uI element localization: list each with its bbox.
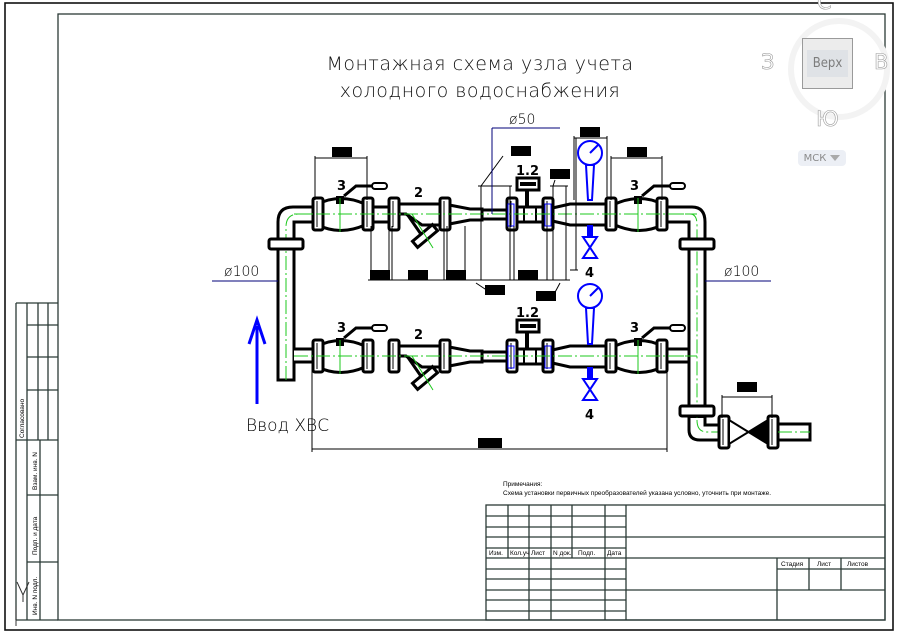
sheets-header: Листов	[847, 561, 869, 568]
sheet-header: Лист	[817, 561, 831, 568]
stage-header: Стадия	[781, 561, 804, 568]
title-block	[485, 504, 886, 621]
viewcube-top-face[interactable]: Верх	[802, 38, 853, 89]
viewcube-compass-ring[interactable]	[788, 18, 890, 120]
chevron-down-icon	[830, 155, 841, 161]
rev-header-izm: Изм.	[489, 550, 503, 557]
inlet-flow-arrow	[247, 315, 267, 404]
right-riser-pipe	[663, 205, 810, 442]
strainer-label-lower: 2	[414, 328, 423, 343]
rev-header-data: Дата	[607, 550, 622, 557]
inlet-label: Ввод ХВС	[246, 416, 329, 436]
diameter-label-right: ø100	[724, 264, 759, 280]
ucs-icon	[15, 581, 30, 626]
viewcube-south[interactable]: Ю	[816, 107, 839, 132]
viewcube-east[interactable]: В	[874, 50, 889, 75]
inner-frame	[57, 13, 886, 621]
upper-pressure-gauge-assembly: 4	[577, 140, 603, 281]
viewcube-west[interactable]: З	[761, 50, 775, 75]
diameter-callouts: ø50 ø100 ø100	[212, 112, 771, 282]
flowmeter-label-lower: 1.2	[516, 306, 539, 321]
viewcube-face-label: Верх	[806, 50, 849, 77]
rev-header-list: Лист	[531, 550, 545, 557]
rev-header-podp: Подп.	[578, 550, 595, 557]
ball-valve-label-lower-left: 3	[337, 321, 346, 336]
rev-header-ndok: N док.	[553, 550, 572, 557]
diameter-label-meter: ø50	[509, 112, 535, 128]
rev-header-kol: Кол.уч	[510, 550, 530, 557]
drawing-title-line2: холодного водоснабжения	[340, 80, 621, 102]
stamp-agreed: Согласовано	[19, 399, 26, 438]
strainer-label-upper: 2	[414, 186, 423, 201]
side-stamp	[15, 302, 58, 621]
diameter-label-left: ø100	[224, 264, 259, 280]
notes-heading: Примечания:	[503, 481, 543, 488]
outer-frame	[4, 2, 894, 631]
lower-pressure-gauge-assembly: 4	[577, 283, 603, 423]
flowmeter-label-upper: 1.2	[516, 164, 539, 179]
lower-branch: 3 2 1.2 3	[294, 306, 697, 392]
drawing-title-line1: Монтажная схема узла учета	[326, 53, 633, 75]
gauge-valve-label-upper: 4	[585, 266, 594, 281]
upper-branch: 3 2 1.2 3	[294, 164, 697, 250]
stamp-inv-orig: Инв. N подл.	[32, 577, 39, 615]
outlet-gate-valve	[717, 382, 812, 450]
ball-valve-label-upper-right: 3	[630, 179, 639, 194]
viewcube-north[interactable]: С	[817, 0, 832, 14]
ball-valve-label-lower-right: 3	[630, 321, 639, 336]
left-riser-pipe	[267, 205, 320, 382]
stamp-sign-date: Подп. и дата	[32, 516, 39, 555]
dimension-lines	[311, 127, 668, 452]
ball-valve-label-upper-left: 3	[337, 179, 346, 194]
viewcube[interactable]: С З В Ю Верх МСК	[761, 0, 890, 170]
stamp-replace-inv: Взам. инв. N	[32, 452, 39, 490]
wcs-label: МСК	[803, 152, 827, 164]
gauge-valve-label-lower: 4	[585, 408, 594, 423]
notes-text: Схема установки первичных преобразовател…	[503, 489, 771, 497]
wcs-dropdown[interactable]: МСК	[798, 150, 846, 166]
